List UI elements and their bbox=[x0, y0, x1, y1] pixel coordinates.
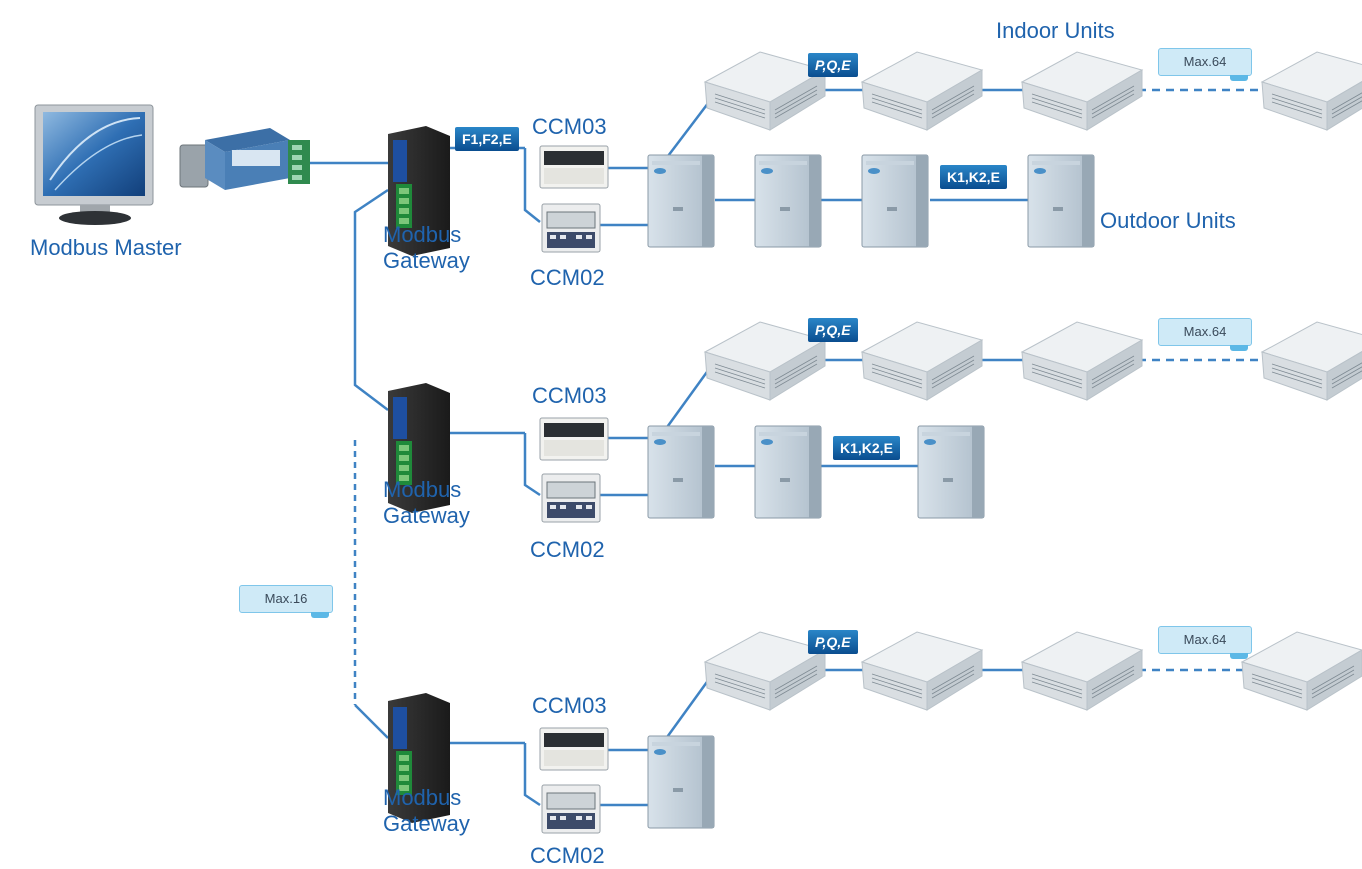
gateway-label-line2: Gateway bbox=[383, 811, 470, 836]
rs232-rs485-converter bbox=[179, 128, 310, 190]
gw1-ccm-branch bbox=[523, 148, 541, 223]
ccm02-controller-3 bbox=[541, 784, 601, 834]
ccm03-controller-2 bbox=[539, 417, 609, 461]
indoor-unit-1b bbox=[861, 51, 983, 131]
outdoor-unit-1c bbox=[861, 154, 929, 248]
gw2-ccm-branch bbox=[523, 433, 541, 497]
outdoor-unit-2a bbox=[647, 425, 715, 519]
gateway-trunk-line bbox=[353, 188, 389, 411]
gateway-label-line1: Modbus bbox=[383, 477, 462, 502]
outdoor-unit-1a bbox=[647, 154, 715, 248]
gateway-max-badge: Max.16 bbox=[239, 585, 333, 618]
indoor-max-badge-1: Max.64 bbox=[1158, 48, 1252, 81]
ccm03-controller-1 bbox=[539, 145, 609, 189]
outdoor-unit-2c bbox=[917, 425, 985, 519]
ccm02-label-2: CCM02 bbox=[530, 537, 605, 562]
indoor-unit-2a bbox=[704, 321, 826, 401]
gateway-2-label: Modbus Gateway bbox=[383, 477, 470, 529]
indoor-unit-3d bbox=[1241, 631, 1362, 711]
ccm02-controller-1 bbox=[541, 203, 601, 253]
indoor-unit-2d bbox=[1261, 321, 1362, 401]
ccm02-label-3: CCM02 bbox=[530, 843, 605, 868]
gateway-3-label: Modbus Gateway bbox=[383, 785, 470, 837]
outdoor-unit-2b bbox=[754, 425, 822, 519]
outdoor-unit-1b bbox=[754, 154, 822, 248]
modbus-master-label: Modbus Master bbox=[30, 235, 182, 260]
gateway-trunk-line-3 bbox=[354, 704, 389, 739]
indoor-unit-1d bbox=[1261, 51, 1362, 131]
outdoor-unit-1d bbox=[1027, 154, 1095, 248]
pqe-bus-tag-1: P,Q,E bbox=[808, 53, 858, 77]
ccm02-label-1: CCM02 bbox=[530, 265, 605, 290]
k1k2e-bus-tag-2: K1,K2,E bbox=[833, 436, 900, 460]
indoor-unit-2c bbox=[1021, 321, 1143, 401]
indoor-unit-1a bbox=[704, 51, 826, 131]
indoor-max-badge-3: Max.64 bbox=[1158, 626, 1252, 659]
ccm03-label-1: CCM03 bbox=[532, 114, 607, 139]
outdoor-units-label: Outdoor Units bbox=[1100, 208, 1236, 233]
f1f2e-bus-tag: F1,F2,E bbox=[455, 127, 519, 151]
gw3-ccm-branch bbox=[523, 743, 541, 807]
gateway-label-line1: Modbus bbox=[383, 785, 462, 810]
odu-idu-link-2 bbox=[663, 364, 714, 431]
ccm03-label-3: CCM03 bbox=[532, 693, 607, 718]
odu-idu-link-1 bbox=[664, 97, 713, 161]
gateway-1-label: Modbus Gateway bbox=[383, 222, 470, 274]
indoor-unit-2b bbox=[861, 321, 983, 401]
pqe-bus-tag-2: P,Q,E bbox=[808, 318, 858, 342]
indoor-max-badge-2: Max.64 bbox=[1158, 318, 1252, 351]
ccm03-controller-3 bbox=[539, 727, 609, 771]
outdoor-unit-3a bbox=[647, 735, 715, 829]
gateway-label-line2: Gateway bbox=[383, 503, 470, 528]
pqe-bus-tag-3: P,Q,E bbox=[808, 630, 858, 654]
indoor-unit-3b bbox=[861, 631, 983, 711]
indoor-unit-3a bbox=[704, 631, 826, 711]
ccm03-label-2: CCM03 bbox=[532, 383, 607, 408]
odu-idu-link-3 bbox=[663, 674, 714, 741]
k1k2e-bus-tag-1: K1,K2,E bbox=[940, 165, 1007, 189]
gateway-label-line1: Modbus bbox=[383, 222, 462, 247]
modbus-master-computer bbox=[34, 104, 154, 225]
indoor-units-label: Indoor Units bbox=[996, 18, 1115, 43]
ccm02-controller-2 bbox=[541, 473, 601, 523]
gateway-label-line2: Gateway bbox=[383, 248, 470, 273]
indoor-unit-3c bbox=[1021, 631, 1143, 711]
indoor-unit-1c bbox=[1021, 51, 1143, 131]
